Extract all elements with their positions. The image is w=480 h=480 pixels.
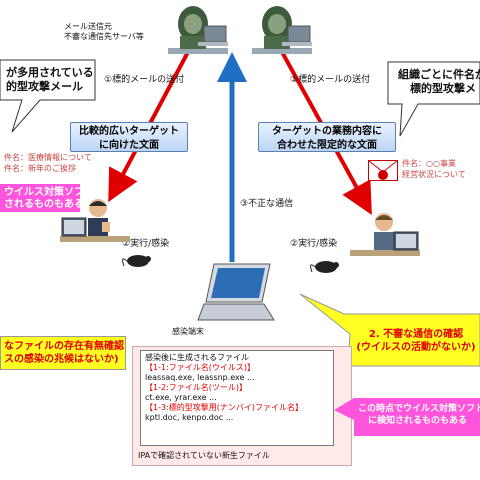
label-right-line2: 合わせた限定的な文面 [277,140,377,151]
files-item: leassaq.exe, leassnp.exe ... [145,373,255,382]
callout-top-left-line1: が多用されている [6,66,94,79]
infected-laptop-icon [197,262,278,328]
callout-av-right-line2: に検知されるものもある [368,416,468,426]
callout-av-right-line1: この時点でウイルス対策ソフト [358,404,480,414]
attacker-right-icon [252,2,312,61]
callout-av-right: この時点でウイルス対策ソフト に検知されるものもある [358,403,480,427]
callout-av-left-box [0,184,80,212]
virus-mouse-right-icon [310,258,344,278]
callout-check-left: なファイルの存在有無確認 スの感染の兆候はないか) [4,340,124,366]
callout-top-left-line2: 的型攻撃メール [6,80,83,93]
label-left-line1: 比較的広いターゲット [79,126,179,137]
callout-top-left-shape [0,59,96,133]
step-infect-right: ②実行/感染 [290,239,338,249]
attacker-left-icon [168,2,228,61]
callout-check-right: 2. 不審な通信の確認 (ウイルスの活動がないか) [356,328,476,354]
label-right-line1: ターゲットの業務内容に [272,126,382,137]
victim-left-icon [60,196,130,260]
callout-av-right-shape [334,398,480,436]
files-header: 感染後に生成されるファイル [145,353,249,362]
subject-left-line2: 件名：新年のご挨拶 [4,164,76,173]
step-send-left: ①標的メールの送付 [104,75,185,85]
sender-caption: メール送信元 不審な通信先サーバ等 [64,22,144,42]
callout-check-right-line1: 2. 不審な通信の確認 [368,329,464,340]
label-left-line2: に向けた文面 [99,140,159,151]
subject-right: 件名：○○事業 経営状況について [402,158,466,180]
callout-top-right-shape [387,61,480,137]
subject-left-line1: 件名：医療情報について [4,153,92,162]
callout-top-right-line2: 標的型攻撃メ [410,82,476,95]
label-left: 比較的広いターゲット に向けた文面 [70,122,188,152]
victim-right-icon [350,210,420,274]
callout-av-left-line2: されるものもある [4,199,84,210]
callout-top-right-line1: 組織ごとに件名が [398,68,480,81]
sender-caption-line1: メール送信元 [64,22,112,31]
files-item: 【1-1:ファイル名(ウイルス)】 [145,363,256,372]
files-list: 感染後に生成されるファイル 【1-1:ファイル名(ウイルス)】 leassaq.… [140,350,334,446]
callout-check-left-line2: スの感染の兆候はないか) [4,354,119,365]
files-item: ct.exe, yrar.exe ... [145,393,217,402]
step-bad-comm: ③不正な通信 [240,199,294,209]
virus-mouse-left-icon [122,252,156,272]
subject-right-line2: 経営状況について [402,170,466,179]
label-right: ターゲットの業務内容に 合わせた限定的な文面 [258,122,396,152]
callout-check-left-line1: なファイルの存在有無確認 [4,341,124,352]
step-send-right: ①標的メールの送付 [290,75,371,85]
files-footer: IPAで確認されていない新生ファイル [138,451,270,460]
files-item: 【1-3:標的型攻撃用(ナンバイ)ファイル名】 [145,403,304,412]
malicious-mail-icon [368,160,398,186]
callout-top-left: が多用されている 的型攻撃メール [6,66,94,94]
callout-check-left-box [0,336,126,370]
infected-terminal-label: 感染端末 [172,327,204,336]
callout-av-left: ウイルス対策ソフト されるものもある [4,187,94,211]
files-item: 【1-2:ファイル名(ツール)】 [145,383,248,392]
subject-left: 件名：医療情報について 件名：新年のご挨拶 [4,152,92,174]
files-item: kptl.doc, kenpo.doc ... [145,413,234,422]
callout-check-right-line2: (ウイルスの活動がないか) [356,342,476,353]
callout-top-right: 組織ごとに件名が 標的型攻撃メ [398,68,480,96]
subject-right-line1: 件名：○○事業 [402,159,456,168]
callout-av-left-line1: ウイルス対策ソフト [4,187,94,198]
sender-caption-line2: 不審な通信先サーバ等 [64,32,144,41]
step-infect-left: ②実行/感染 [122,239,170,249]
